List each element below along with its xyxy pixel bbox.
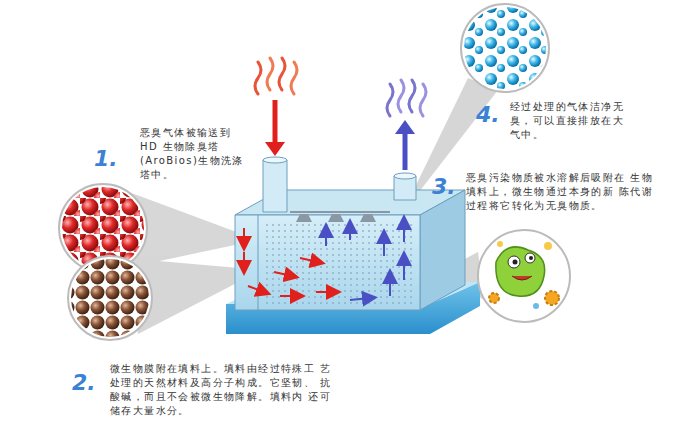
flow-arrow — [243, 252, 245, 268]
particle — [544, 242, 552, 250]
flow-arrow — [280, 295, 298, 297]
packing-circle — [68, 256, 152, 340]
microbe-mouth — [512, 276, 532, 280]
inlet-arrow-shaft — [273, 100, 278, 146]
clean-gas-waves — [387, 80, 426, 116]
magnifier — [461, 4, 549, 92]
packing-media — [262, 222, 412, 304]
callout-number: 1. — [94, 148, 118, 170]
clean-flow-arrows — [326, 222, 404, 300]
callout-number: 4. — [476, 104, 500, 126]
packing-granules — [71, 259, 149, 337]
tower-body — [235, 157, 465, 310]
leader-wedges — [118, 78, 498, 334]
annotation-text: 微生物膜附在填料上。填料由经过特殊工 艺处理的天然材料及高分子构成。它坚韧、 抗… — [110, 362, 342, 418]
sprayer — [328, 214, 344, 222]
gas-wave — [420, 84, 426, 116]
flow-arrow — [350, 298, 370, 300]
flow-arrow — [274, 272, 292, 276]
outlet-chimney — [394, 176, 416, 200]
gas-wave — [387, 84, 393, 116]
outlet-arrow-shaft — [403, 132, 408, 170]
tower-side — [420, 190, 465, 310]
flow-arrow — [349, 226, 351, 240]
gas-flow-arrows — [244, 228, 334, 296]
magnifier — [478, 230, 570, 322]
microbe-pupil — [529, 256, 533, 260]
annotation-text: 恶臭气体被输送到 HD 生物除臭塔 (AroBios)生物洗涤 塔中。 — [140, 126, 252, 182]
gas-wave — [409, 80, 415, 112]
microbe-circle — [478, 230, 570, 322]
microbe-pupil — [513, 260, 518, 265]
clean-gas-bubbles — [464, 7, 546, 89]
outlet-mouth — [394, 173, 416, 179]
annotation-text: 恶臭污染物质被水溶解后吸附在 生物填料上，微生物通过本身的新 陈代谢过程将它转化… — [466, 171, 656, 213]
gas-wave — [398, 80, 404, 112]
sprayer — [296, 214, 312, 222]
flow-arrow — [403, 258, 405, 280]
spray-pipe — [290, 211, 390, 213]
microbe-eye — [508, 256, 520, 268]
microbe — [496, 247, 545, 296]
inlet-wall — [258, 215, 259, 310]
particle — [533, 303, 539, 309]
foul-gas-waves — [255, 58, 297, 94]
tower-front — [235, 215, 420, 310]
inlet-arrowhead — [265, 142, 285, 156]
callout-number: 3. — [432, 176, 456, 198]
gas-wave — [255, 62, 261, 94]
flow-arrow — [403, 222, 405, 242]
inlet-mouth — [263, 157, 287, 163]
outlet-arrowhead — [395, 120, 415, 134]
gear — [545, 291, 559, 305]
particle — [497, 241, 503, 247]
gear — [489, 293, 499, 303]
callout-number: 2. — [72, 372, 96, 394]
flow-arrow — [325, 230, 327, 246]
flow-arrow — [248, 286, 264, 292]
sprayers — [290, 212, 390, 222]
flow-arrow — [316, 291, 334, 293]
magnifier — [68, 256, 152, 340]
flow-arrow — [300, 258, 318, 262]
gas-wave — [267, 58, 273, 90]
gas-wave — [291, 62, 297, 94]
inlet-chimney — [263, 160, 287, 212]
flow-arrow — [389, 276, 391, 296]
sprayer — [360, 214, 376, 222]
microbe-eye — [525, 253, 535, 263]
flow-arrow — [383, 236, 385, 256]
flow-arrow — [243, 228, 245, 244]
clean-gas-circle — [461, 4, 549, 92]
gas-wave — [279, 58, 285, 90]
annotation-text: 经过处理的气体洁净无 臭，可以直接排放在大 气中。 — [510, 100, 628, 142]
